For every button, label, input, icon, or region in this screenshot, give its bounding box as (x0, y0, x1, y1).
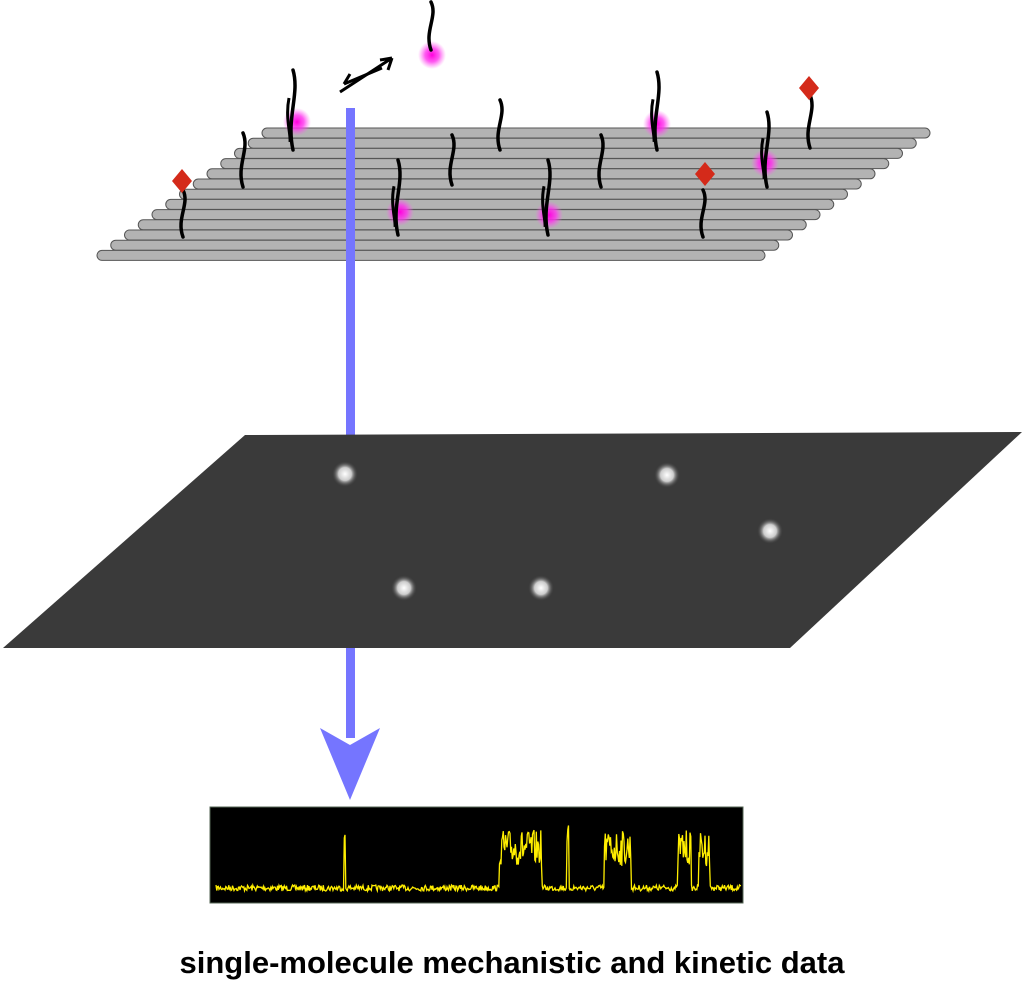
microtubule-rod (110, 239, 780, 251)
microtubule-rod (96, 249, 766, 261)
molecule-strand (763, 110, 771, 189)
microtubule-rod (124, 229, 793, 241)
microtubule-rod (234, 147, 903, 159)
fluorescence-trace-line (215, 825, 742, 894)
fluorescent-spot (391, 575, 417, 601)
microtubule-rod (165, 198, 835, 210)
molecule-strand (496, 98, 504, 152)
caption: single-molecule mechanistic and kinetic … (179, 945, 845, 980)
fluorescent-spot (332, 461, 358, 487)
tethered-molecules (172, 0, 819, 239)
molecule-strand (699, 188, 707, 239)
bound-strand (760, 137, 766, 180)
fluorescent-spot (654, 462, 680, 488)
fluorophore (643, 110, 671, 138)
bound-strand (286, 97, 292, 143)
molecule-strand (597, 133, 605, 189)
equilibrium-arrows-icon (339, 56, 394, 94)
marker-diamond-icon (172, 169, 192, 193)
excitation-beam-lower (346, 648, 355, 738)
fluorophore (386, 198, 414, 226)
molecule-strand (806, 93, 814, 150)
fluorophore (418, 41, 446, 69)
bound-strand (541, 185, 547, 228)
kinetic-trace-plot (209, 806, 744, 904)
molecule-strand (179, 188, 187, 239)
fluorescent-spot (757, 518, 783, 544)
excitation-beam-upper (346, 108, 355, 438)
marker-diamond-icon (799, 76, 819, 100)
detector-plane (3, 432, 1022, 648)
microtubule-rod (151, 209, 821, 221)
bound-strand (391, 185, 397, 228)
fluorescent-spots (332, 461, 783, 601)
fluorescent-spot (528, 575, 554, 601)
molecule-strand (448, 133, 456, 187)
molecule-strand (239, 131, 247, 189)
molecule-strand (427, 0, 435, 52)
microtubule-rod (192, 178, 862, 190)
bound-strand (650, 98, 656, 143)
microtubule-rod (261, 127, 931, 139)
microtubule-rod (220, 158, 890, 170)
molecule-strand (394, 158, 402, 237)
microtubule-rod (137, 219, 807, 231)
arrowhead-icon (320, 728, 380, 800)
fluorophore (535, 201, 563, 229)
microtubule-surface (96, 127, 931, 261)
marker-diamond-icon (695, 162, 715, 186)
microtubule-rod (179, 188, 848, 200)
molecule-strand (544, 158, 552, 237)
